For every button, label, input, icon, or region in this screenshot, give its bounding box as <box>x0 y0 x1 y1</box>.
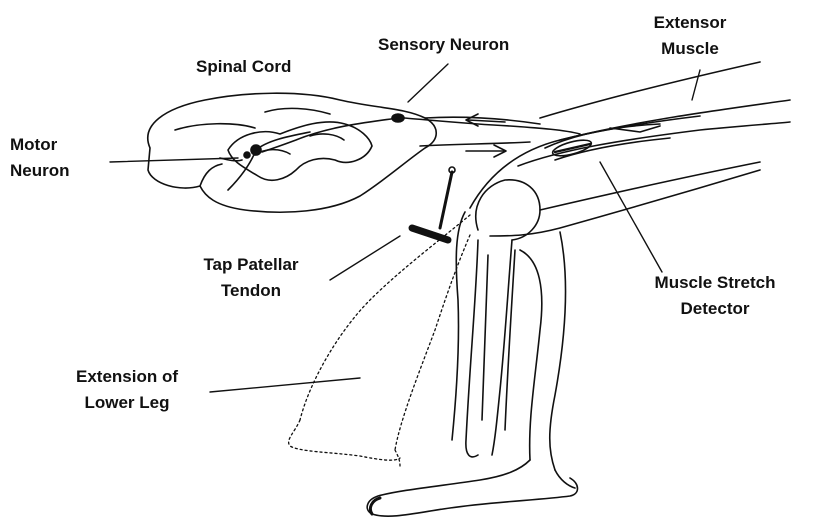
motor-neuron-label: Motor Neuron <box>10 132 70 184</box>
foot <box>367 460 577 516</box>
knee <box>476 162 760 240</box>
lower-leg <box>452 212 565 470</box>
spinal-cord-section <box>148 93 436 212</box>
leader-lines <box>110 64 700 392</box>
muscle-stretch-detector-label: Muscle Stretch Detector <box>640 270 790 322</box>
thigh <box>470 62 790 208</box>
tap-patellar-tendon-label: Tap Patellar Tendon <box>176 252 326 304</box>
extension-of-lower-leg-label: Extension of Lower Leg <box>52 364 202 416</box>
reflex-hammer-icon <box>412 167 455 240</box>
motor-arrow <box>466 145 506 157</box>
extensor-muscle-label: Extensor Muscle <box>630 10 750 62</box>
extensor-muscle <box>545 124 670 160</box>
sensory-neuron-label: Sensory Neuron <box>378 32 509 58</box>
spinal-cord-label: Spinal Cord <box>196 54 291 80</box>
